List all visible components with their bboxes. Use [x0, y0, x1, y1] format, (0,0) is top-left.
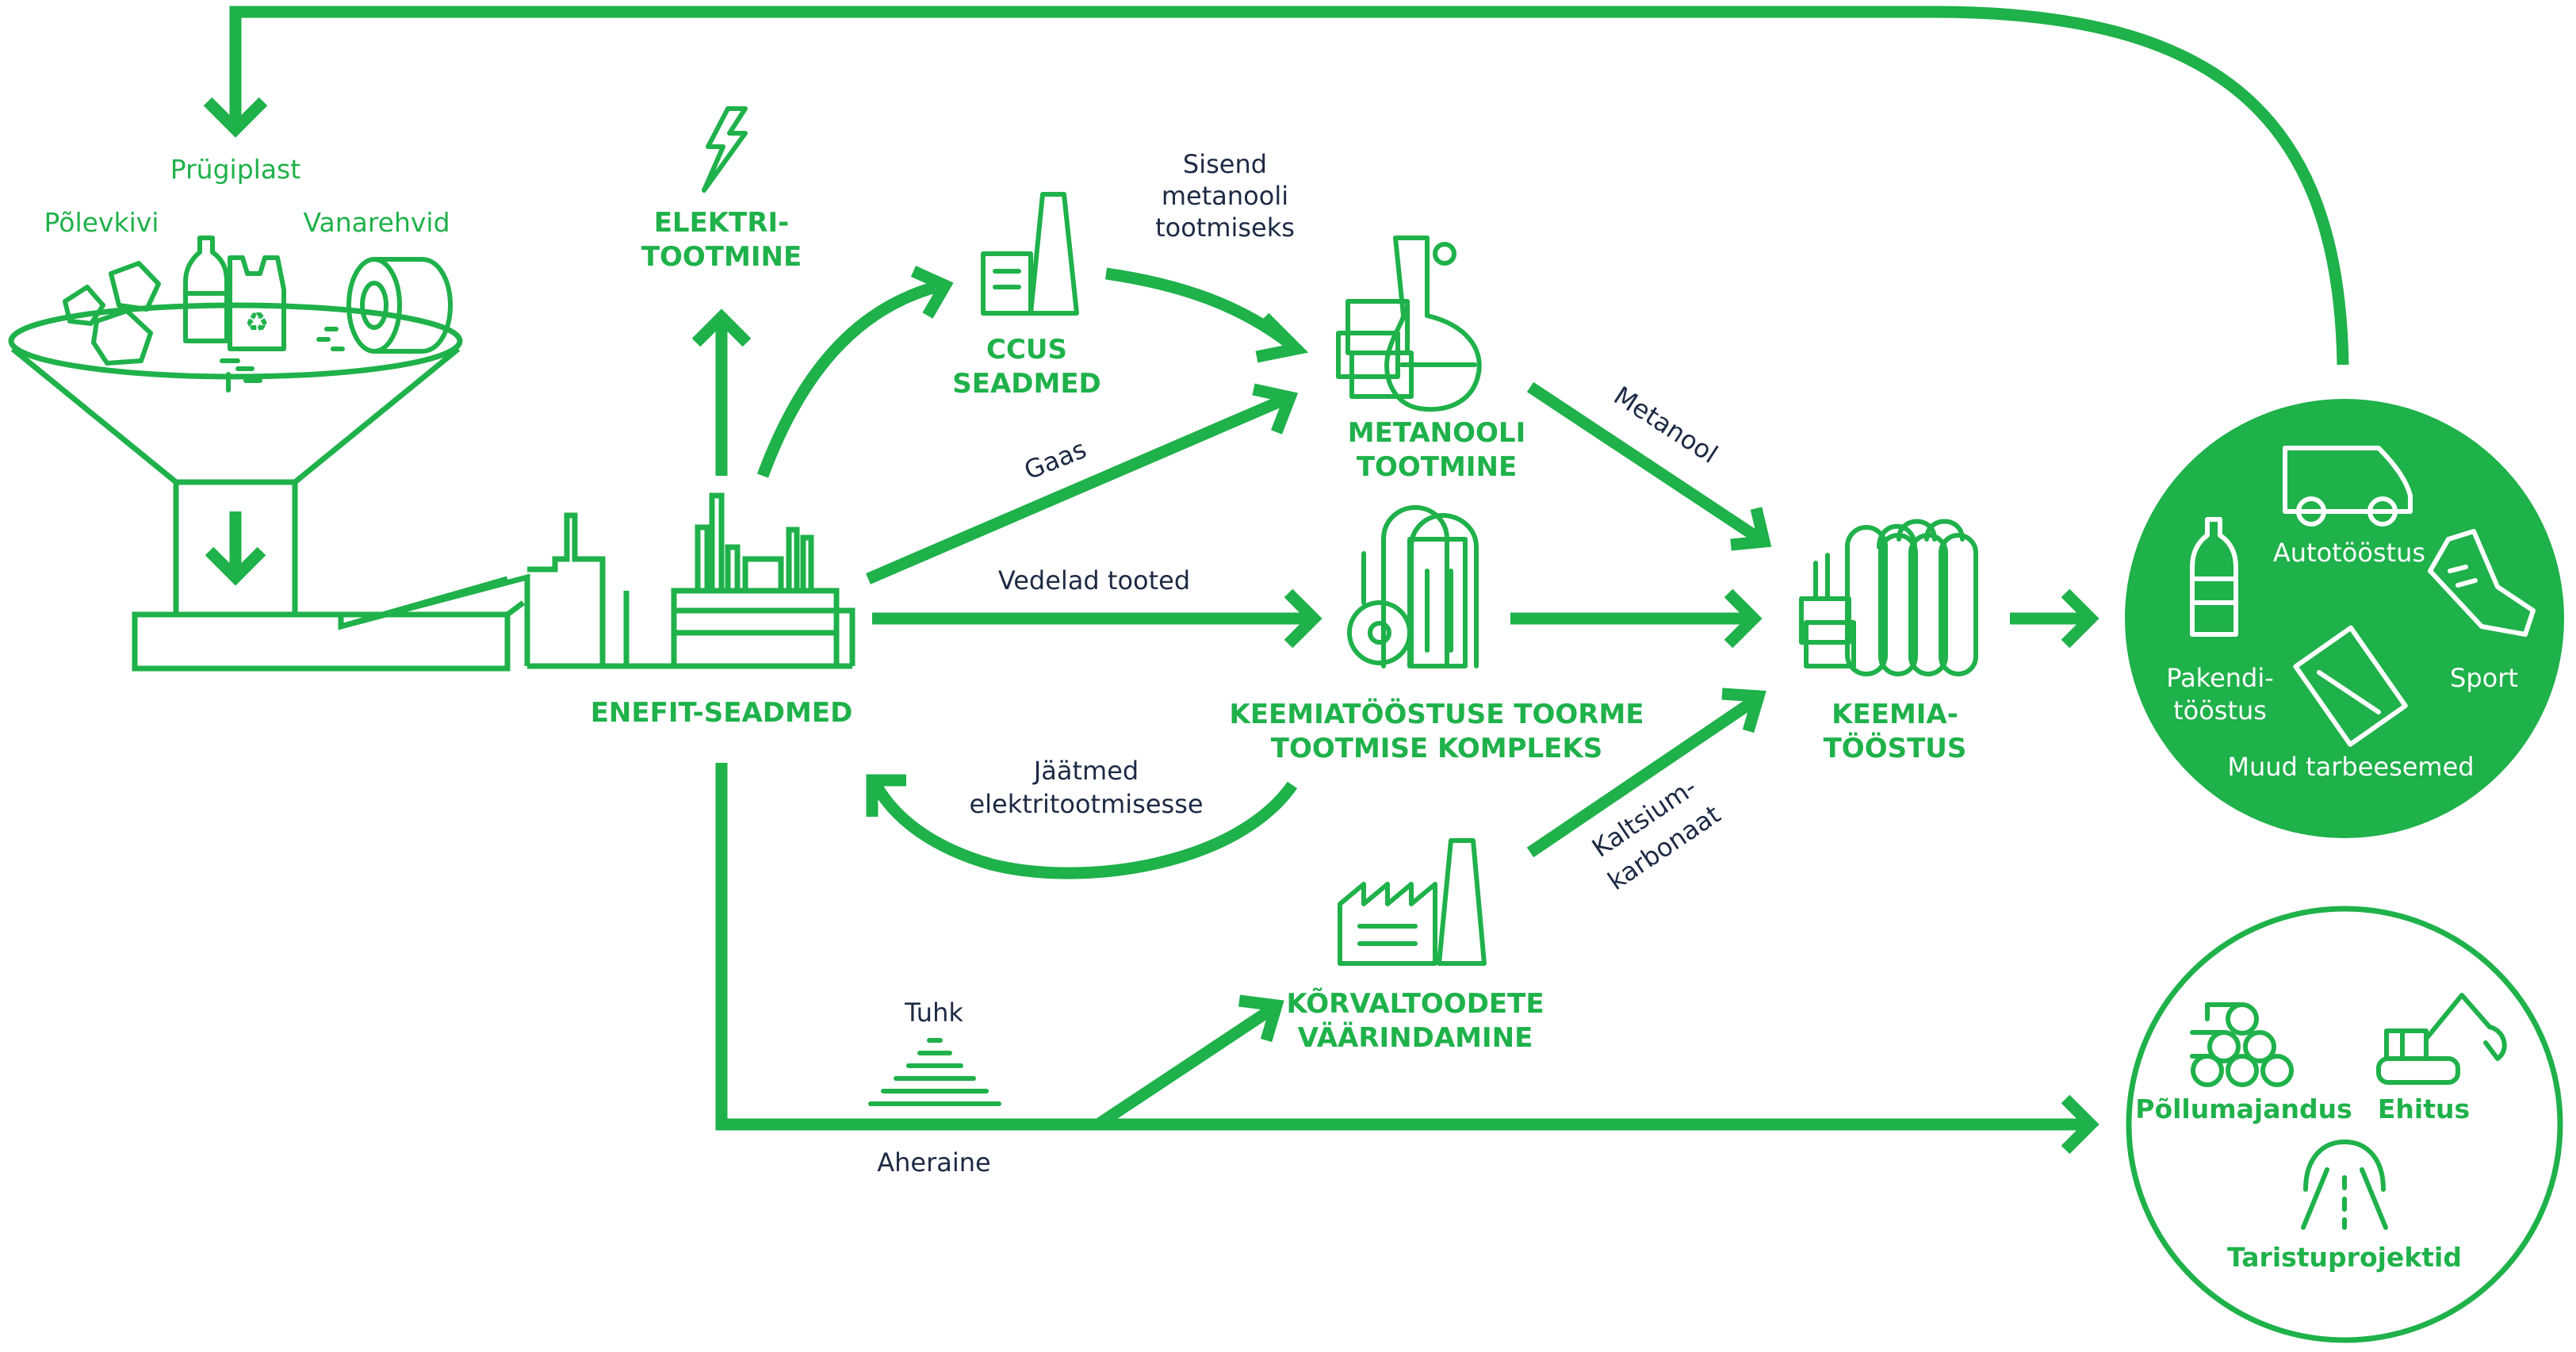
sport-label: Sport [2450, 663, 2518, 693]
tanks-icon [1799, 519, 1978, 676]
ccus-to-methanol-arrowhead [1255, 312, 1309, 363]
chem-industry-node: KEEMIA- TÖÖSTUS [1799, 519, 1978, 764]
recycle-loop-arrowhead [203, 97, 268, 138]
agriculture-label: Põllumajandus [2135, 1093, 2352, 1124]
reactor-icon [1347, 505, 1479, 668]
plastic-waste-icon: ♻ [183, 236, 286, 393]
lightning-icon [702, 106, 748, 193]
infrastructure-label: Taristuprojektid [2227, 1242, 2462, 1273]
flow-arrows [203, 6, 2349, 1155]
methanol-arrow [1526, 381, 1764, 545]
automotive-label: Autotööstus [2273, 538, 2425, 568]
residues-arrowhead [866, 774, 906, 817]
oil-shale-icon [63, 261, 161, 366]
enefit-plant-icon [340, 492, 855, 669]
ccus-label-1: CCUS [986, 334, 1067, 366]
bottle-icon [2190, 517, 2238, 637]
electricity-label-1: ELEKTRI- [654, 207, 790, 239]
material-sectors: Põllumajandus Ehitus Taristuprojektid [2126, 906, 2563, 1343]
chem-feed-arrowhead [1724, 588, 1763, 649]
methanol-node: METANOOLI TOOTMINE [1336, 236, 1526, 483]
flask-icon [1336, 236, 1482, 412]
methanol-label-1: METANOOLI [1348, 417, 1526, 449]
factory-icon [1338, 838, 1487, 966]
gas-arrowhead [1252, 383, 1299, 435]
input-oil-shale: Põlevkivi [44, 207, 159, 238]
shoe-icon [2428, 529, 2536, 637]
recycle-loop-arrow [229, 6, 2349, 366]
logs-icon [2190, 1002, 2294, 1087]
construction-label: Ehitus [2378, 1093, 2470, 1124]
methanol-label-2: TOOTMINE [1357, 451, 1517, 483]
byproducts-node: KÕRVALTOODETE VÄÄRINDAMINE [1286, 838, 1544, 1054]
road-icon [2301, 1139, 2388, 1230]
ash-label: Tuhk [904, 998, 963, 1028]
chem-feed-label-2: TOOTMISE KOMPLEKS [1271, 733, 1602, 764]
chem-feed-node: KEEMIATÖÖSTUSE TOORME TOOTMISE KOMPLEKS [1229, 505, 1644, 764]
van-icon [2283, 446, 2413, 527]
ccus-node: CCUS SEADMED [952, 192, 1101, 400]
consumer-circle [2125, 399, 2564, 838]
enefit-to-electricity-arrowhead [691, 308, 752, 347]
enefit-label: ENEFIT-SEADMED [591, 697, 853, 729]
chem-feed-label-1: KEEMIATÖÖSTUSE TOORME [1229, 698, 1644, 730]
electricity-node: ELEKTRI- TOOTMINE [641, 106, 802, 273]
input-methanol-label-3: tootmiseks [1155, 213, 1295, 243]
liquid-products-arrowhead [1284, 588, 1322, 649]
tire-icon [316, 257, 453, 354]
packaging-label-2: tööstus [2173, 695, 2267, 726]
gas-arrow [866, 393, 1288, 584]
chem-industry-label-2: TÖÖSTUS [1824, 732, 1967, 764]
residues-label-1: Jäätmed [1032, 756, 1139, 786]
enefit-to-ccus-arrow [756, 281, 938, 478]
excavator-icon [2376, 993, 2507, 1085]
liquid-products-label: Vedelad tooted [998, 565, 1190, 596]
ash-to-byproducts-arrow [1094, 1003, 1277, 1130]
calcium-arrowhead [1721, 687, 1766, 733]
gas-label: Gaas [1020, 434, 1090, 485]
packaging-label-1: Pakendi- [2166, 663, 2274, 693]
chimney-icon [981, 192, 1079, 316]
electricity-label-2: TOOTMINE [641, 241, 802, 273]
methanol-arrowhead [1730, 507, 1772, 551]
chem-industry-label-1: KEEMIA- [1832, 699, 1958, 730]
input-plastic-waste: Prügiplast [170, 154, 300, 185]
funnel-icon [8, 302, 526, 672]
funnel-down-arrowhead [205, 546, 266, 586]
input-funnel: ♻ Põlevkivi Prügiplast Vanarehvid [8, 154, 526, 672]
residues-arrow [871, 781, 1298, 879]
waste-rock-label: Aheraine [877, 1147, 990, 1178]
residues-label-2: elektritootmisesse [969, 789, 1203, 819]
enefit-plant: ENEFIT-SEADMED [340, 492, 855, 729]
calcium-arrow [1526, 694, 1760, 858]
aheraine-arrowhead [2061, 1094, 2099, 1155]
svg-text:♻: ♻ [245, 307, 269, 339]
material-circle [2126, 906, 2563, 1343]
ccus-to-methanol-arrow [1104, 267, 1292, 347]
enefit-to-ccus-arrowhead [910, 266, 954, 319]
ccus-label-2: SEADMED [952, 368, 1101, 400]
byproducts-label-2: VÄÄRINDAMINE [1298, 1021, 1533, 1054]
other-goods-label: Muud tarbeesemed [2227, 752, 2474, 782]
consumer-sectors: Autotööstus Pakendi- tööstus Sport Muud … [2125, 399, 2564, 838]
to-consumer-arrowhead [2061, 588, 2099, 649]
input-methanol-label-1: Sisend [1183, 149, 1267, 179]
ash-to-byproducts-arrowhead [1238, 994, 1284, 1043]
aheraine-arrow [715, 763, 2089, 1131]
input-methanol-label-2: metanooli [1162, 181, 1288, 211]
input-old-tires: Vanarehvid [303, 207, 450, 238]
byproducts-label-1: KÕRVALTOODETE [1286, 987, 1544, 1020]
ash-pile-icon [868, 1038, 1001, 1106]
card-icon [2293, 625, 2408, 747]
